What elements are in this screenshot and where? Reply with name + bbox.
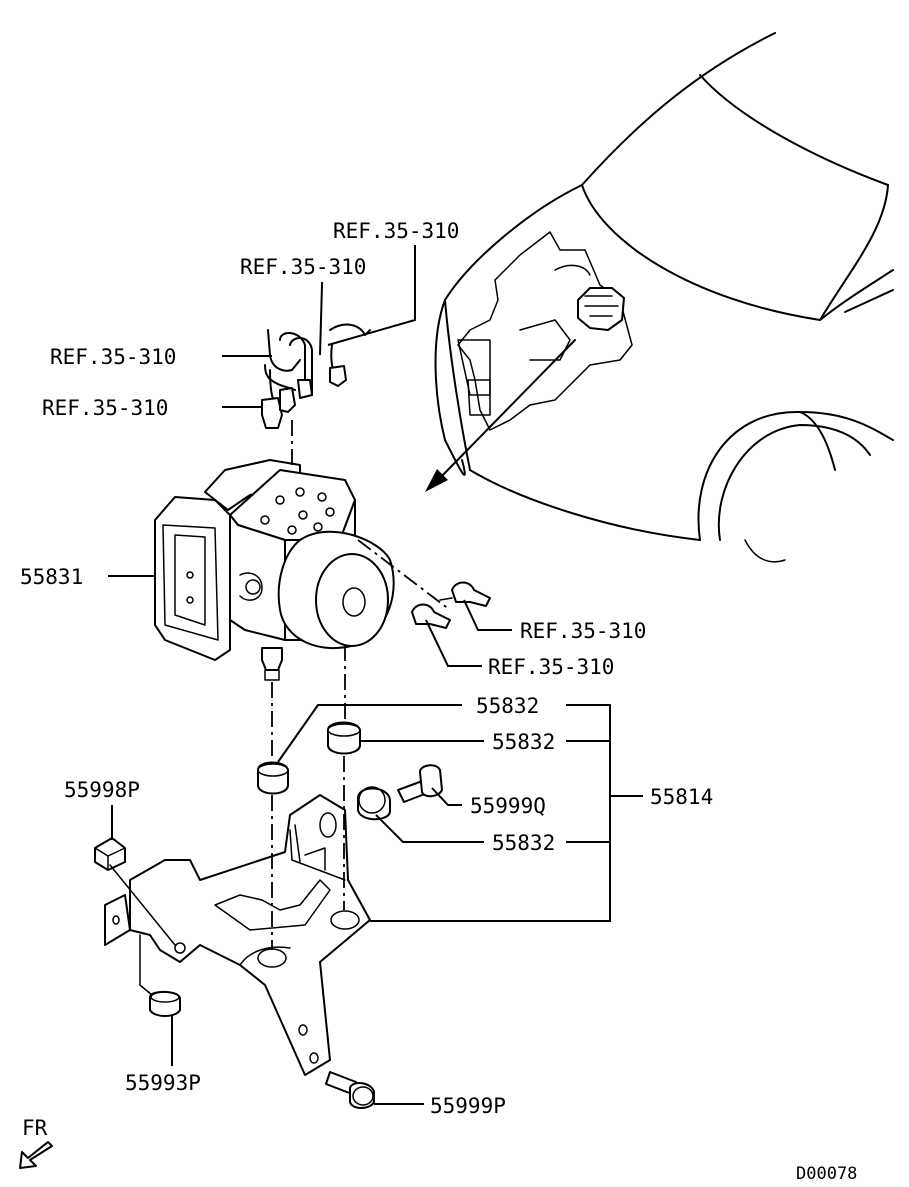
- vehicle-outline: [425, 32, 894, 563]
- callout-ref-5: REF.35-310: [520, 619, 646, 643]
- front-direction-indicator: FR: [19, 1116, 53, 1169]
- abs-bracket: [104, 794, 371, 1076]
- centerlines: [109, 420, 346, 996]
- bolt-55999p: [325, 1071, 375, 1109]
- front-arrow-icon: [19, 1141, 53, 1169]
- callout-55832-c: 55832: [492, 831, 555, 855]
- callout-55998p: 55998P: [64, 778, 140, 802]
- fr-label: FR: [22, 1116, 48, 1140]
- diagram-code: D00078: [796, 1164, 857, 1184]
- callout-55993p: 55993P: [125, 1071, 201, 1095]
- callout-ref-1: REF.35-310: [333, 219, 459, 243]
- callout-ref-2: REF.35-310: [240, 255, 366, 279]
- brake-lines: [261, 323, 371, 429]
- abs-hydraulic-unit: [154, 459, 451, 681]
- bolt-55993p: [149, 990, 181, 1017]
- leader-lines: [108, 245, 643, 1105]
- right-brake-fittings: [411, 581, 491, 629]
- callout-labels: REF.35-310 REF.35-310 REF.35-310 REF.35-…: [20, 219, 713, 1118]
- callout-55831: 55831: [20, 565, 83, 589]
- callout-55814: 55814: [650, 785, 713, 809]
- callout-ref-6: REF.35-310: [488, 655, 614, 679]
- callout-55832-a: 55832: [476, 694, 539, 718]
- nut-55998p: [94, 837, 126, 871]
- callout-55999p: 55999P: [430, 1094, 506, 1118]
- insulators: [257, 721, 391, 821]
- callout-55832-b: 55832: [492, 730, 555, 754]
- callout-55999q: 55999Q: [470, 794, 546, 818]
- bolt-55999q: [397, 764, 443, 803]
- callout-ref-4: REF.35-310: [42, 396, 168, 420]
- callout-ref-3: REF.35-310: [50, 345, 176, 369]
